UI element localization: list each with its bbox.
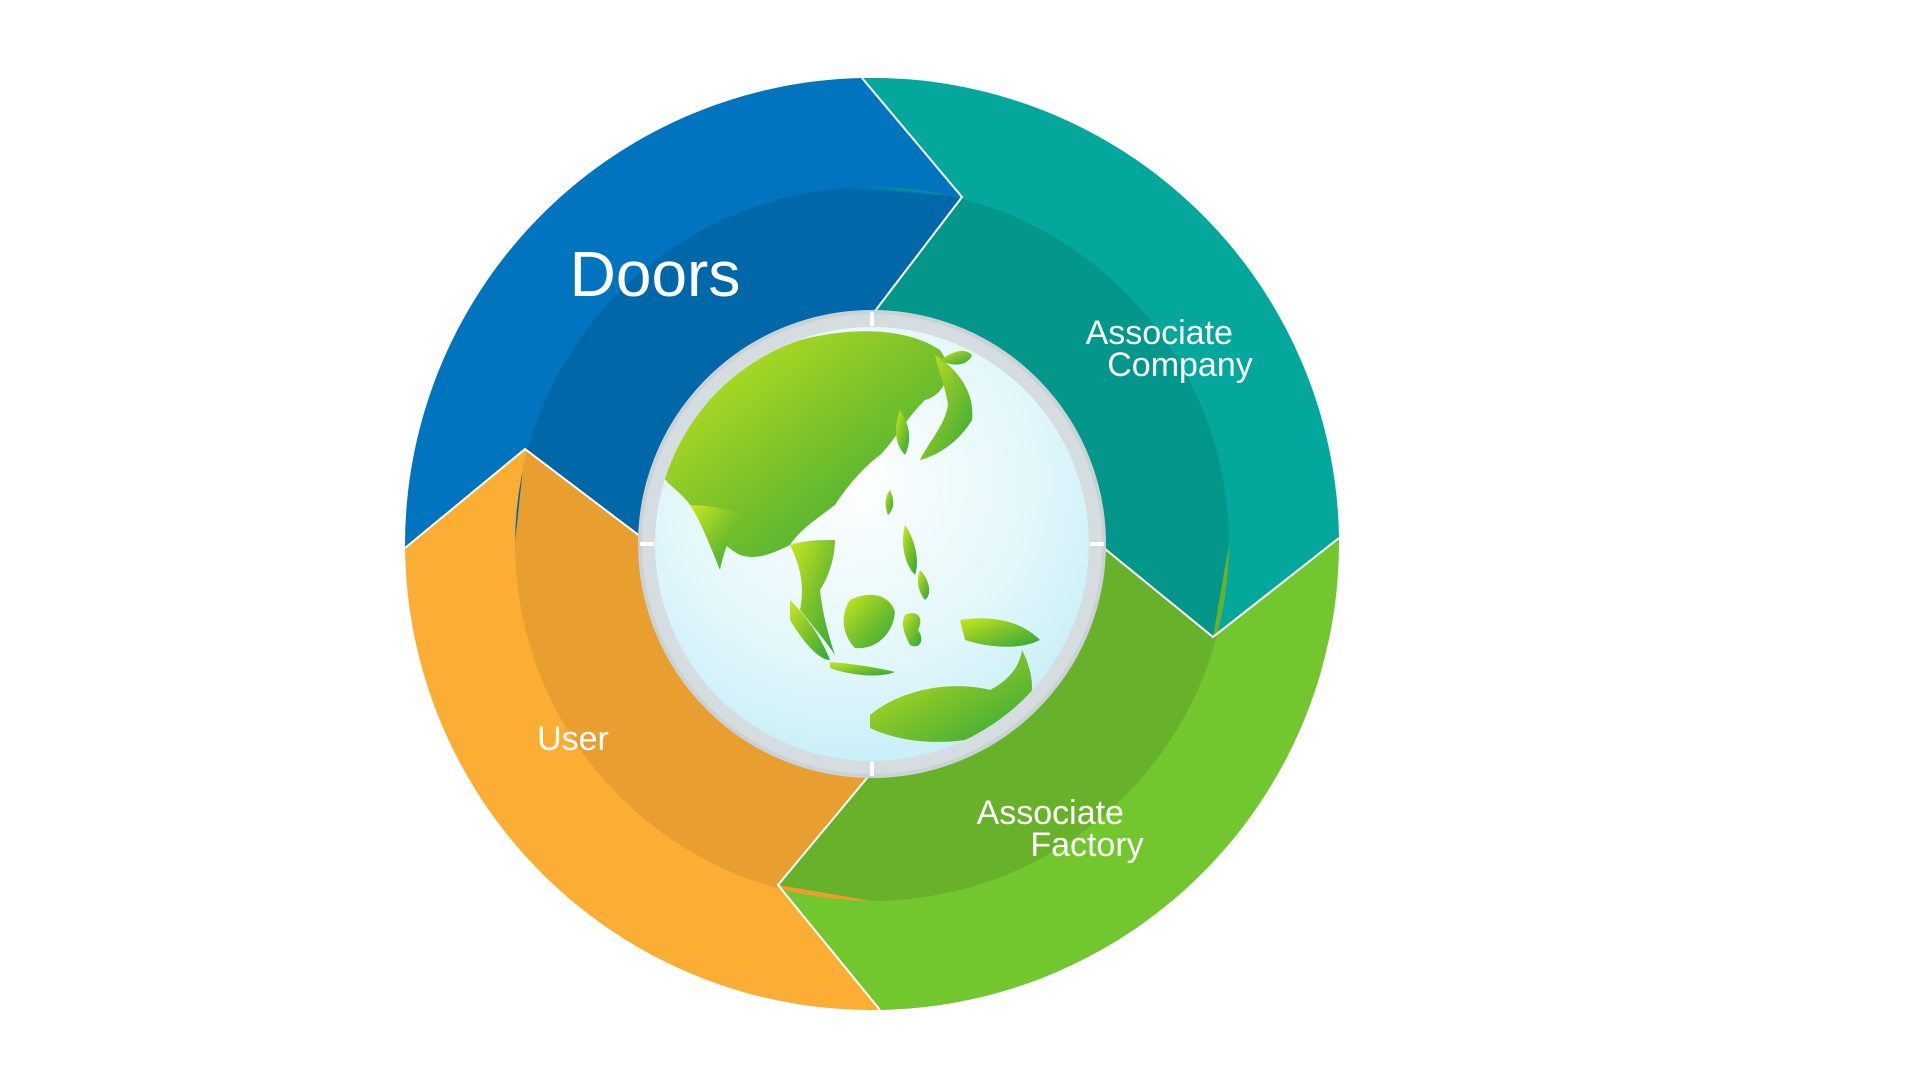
label-associate-factory: Associate Factory [977, 794, 1144, 864]
label-associate-factory-line-1: Associate [977, 794, 1124, 832]
label-associate-company-line-1: Associate [1086, 314, 1233, 352]
globe-ring-ticks [640, 312, 1104, 776]
globe-icon [638, 310, 1106, 778]
label-associate-factory-line-2: Factory [1030, 826, 1143, 864]
label-associate-company: Associate Company [1086, 314, 1253, 384]
label-doors-line-1: Doors [570, 238, 741, 310]
label-user-line-1: User [537, 720, 609, 758]
label-associate-company-line-2: Company [1107, 346, 1253, 384]
label-doors: Doors [570, 238, 741, 310]
label-user: User [537, 720, 609, 758]
segment-labels: Doors Associate Company Associate Factor… [537, 238, 1253, 864]
segment-dividers [404, 77, 1340, 1011]
